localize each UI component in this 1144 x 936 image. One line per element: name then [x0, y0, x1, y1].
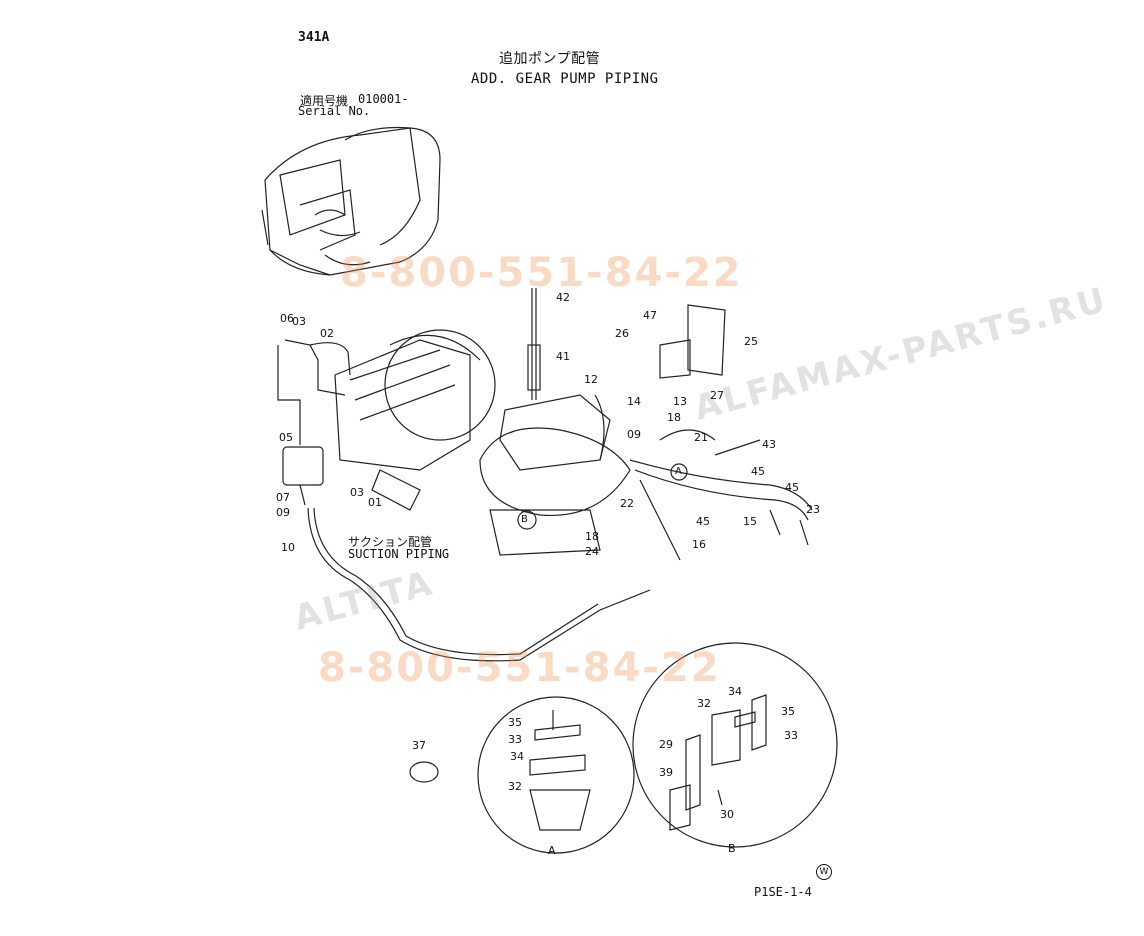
callout: 22 — [620, 497, 634, 510]
suction-label-english: SUCTION PIPING — [348, 547, 450, 561]
callout: 33 — [784, 729, 798, 742]
right-hose-routing — [594, 304, 813, 561]
phone-watermark-bottom: 8-800-551-84-22 — [318, 645, 721, 691]
callout: 42 — [556, 291, 570, 304]
callout: 32 — [697, 697, 711, 710]
serial-label-japanese: 適用号機 — [300, 94, 349, 108]
callout: 37 — [412, 739, 426, 752]
center-pump-unit — [479, 288, 631, 556]
suction-label-japanese: サクション配管 — [348, 535, 433, 549]
callout: 06 — [280, 312, 294, 325]
callout: 32 — [508, 780, 522, 793]
machine-overview-illustration — [261, 126, 441, 276]
callout: 26 — [615, 327, 629, 340]
callout: 47 — [643, 309, 657, 322]
callout: 16 — [692, 538, 706, 551]
detail-a-marker: A — [675, 466, 682, 477]
callout: 45 — [751, 465, 765, 478]
callout: 21 — [694, 431, 708, 444]
callout: 03 — [292, 315, 306, 328]
callout: 18 — [667, 411, 681, 424]
title-japanese: 追加ポンプ配管 — [499, 51, 601, 67]
sheet-code: 341A — [298, 30, 330, 45]
callout: 01 — [368, 496, 382, 509]
callout: 29 — [659, 738, 673, 751]
callout: 39 — [659, 766, 673, 779]
serial-label-english: Serial No. — [298, 104, 371, 118]
detail-b-label: B — [728, 842, 736, 855]
callout: 41 — [556, 350, 570, 363]
detail-a — [477, 696, 635, 854]
callout: 14 — [627, 395, 641, 408]
callout: 25 — [744, 335, 758, 348]
callout: 35 — [781, 705, 795, 718]
callout: 45 — [785, 481, 799, 494]
suction-piping — [277, 339, 651, 662]
clamp-37 — [409, 761, 439, 783]
callout: 43 — [762, 438, 776, 451]
detail-a-label: A — [548, 844, 556, 857]
callout: 34 — [728, 685, 742, 698]
page-code: P1SE-1-4 — [754, 885, 812, 899]
callout: 30 — [720, 808, 734, 821]
callout: 05 — [279, 431, 293, 444]
callout: 35 — [508, 716, 522, 729]
callout: 03 — [350, 486, 364, 499]
callout: 18 — [585, 530, 599, 543]
callout: 07 — [276, 491, 290, 504]
callout: 10 — [281, 541, 295, 554]
title-english: ADD. GEAR PUMP PIPING — [471, 71, 659, 87]
callout: 27 — [710, 389, 724, 402]
callout: 09 — [276, 506, 290, 519]
callout: 24 — [585, 545, 599, 558]
callout: 33 — [508, 733, 522, 746]
callout: 13 — [673, 395, 687, 408]
main-pump-assembly — [334, 329, 496, 471]
detail-b — [632, 642, 838, 848]
callout: 15 — [743, 515, 757, 528]
callout: 45 — [696, 515, 710, 528]
callout: 09 — [627, 428, 641, 441]
phone-watermark-top: 8-800-551-84-22 — [340, 250, 743, 296]
revision-mark: W — [816, 864, 832, 880]
callout: 02 — [320, 327, 334, 340]
callout: 12 — [584, 373, 598, 386]
detail-b-marker: B — [521, 514, 528, 525]
callout: 23 — [806, 503, 820, 516]
serial-number: 010001- — [358, 92, 409, 106]
callout: 34 — [510, 750, 524, 763]
